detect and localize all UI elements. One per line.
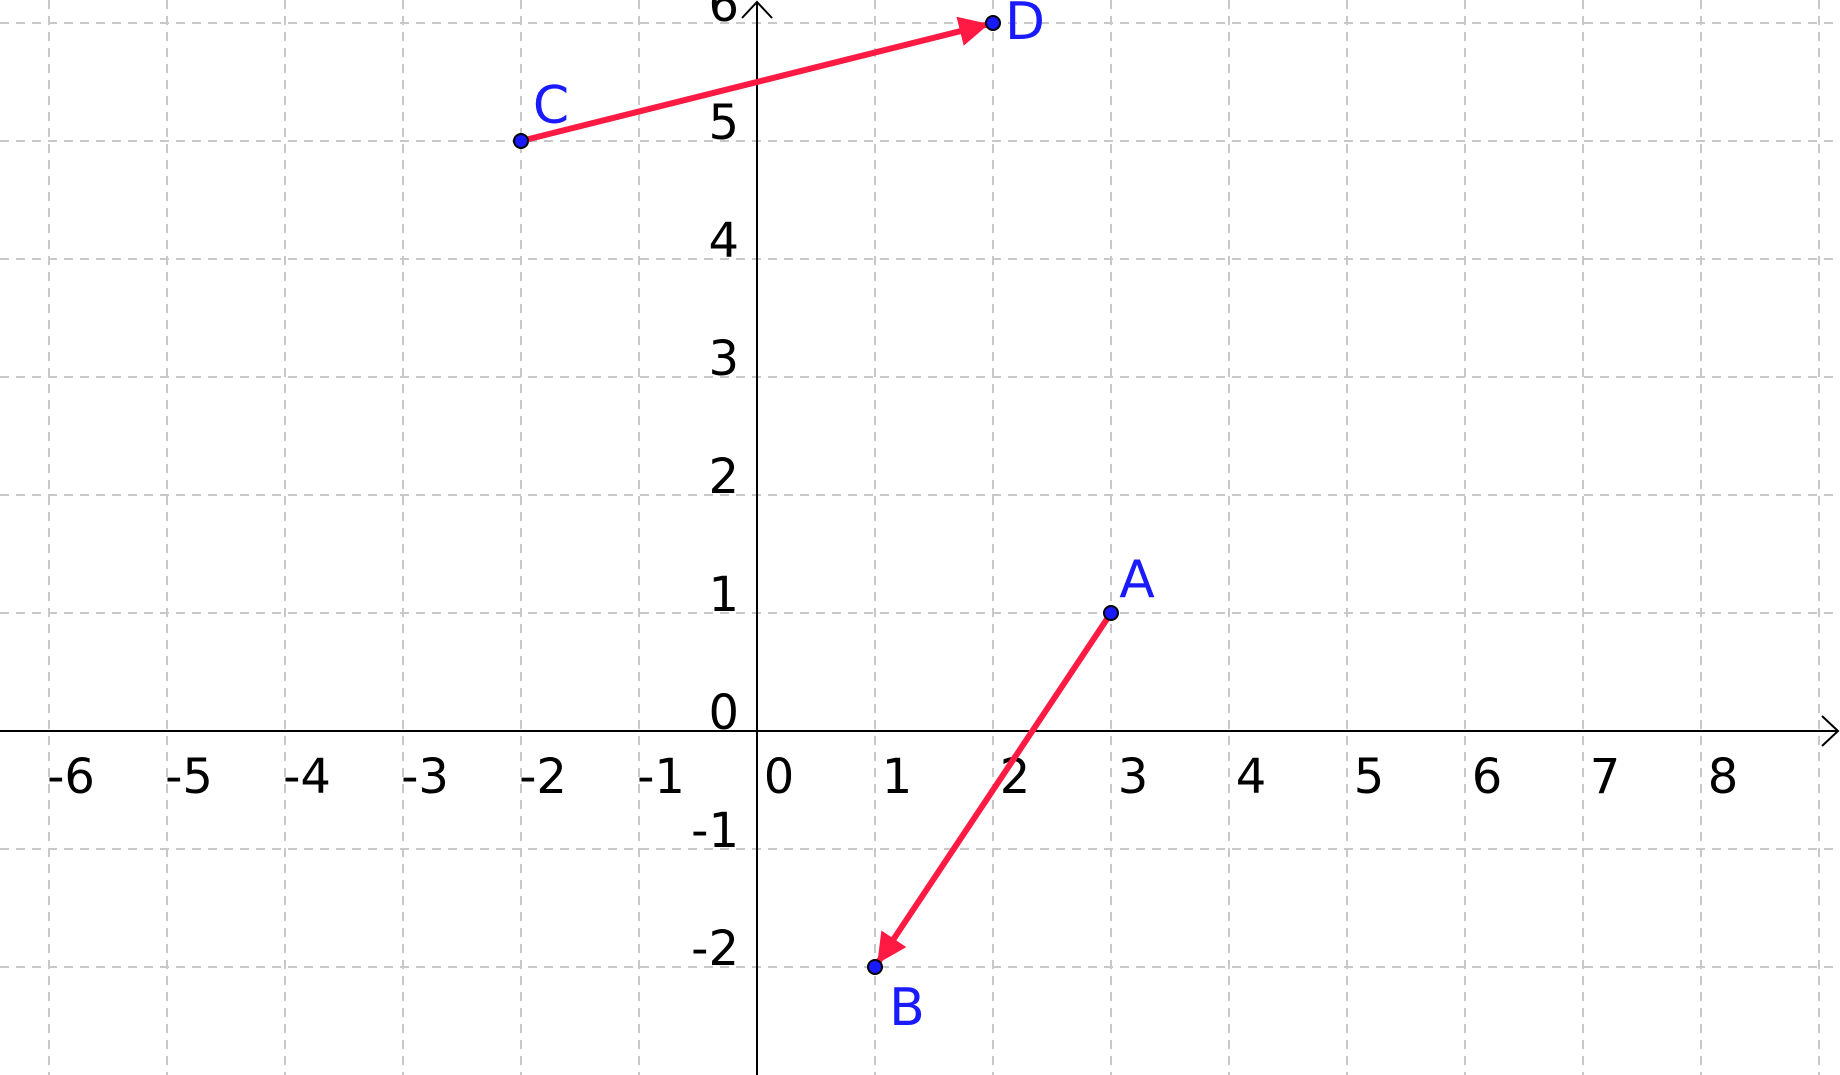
point-label-b: B (889, 978, 925, 1038)
point-b (867, 959, 883, 975)
y-tick-label: -2 (691, 921, 739, 977)
x-tick-label: 0 (764, 749, 795, 805)
x-tick-label: 3 (1118, 749, 1149, 805)
x-tick-label: -2 (519, 749, 567, 805)
vectors (518, 16, 1114, 965)
vector-ab (875, 610, 1114, 965)
x-tick-label: 4 (1236, 749, 1267, 805)
y-tick-label: 2 (708, 449, 739, 505)
x-tick-label: -5 (165, 749, 213, 805)
y-tick-label: -1 (691, 803, 739, 859)
y-tick-label: 3 (708, 331, 739, 387)
x-axis-arrow (1821, 715, 1840, 747)
point-d (985, 15, 1001, 31)
point-a (1103, 605, 1119, 621)
y-tick-label: 5 (708, 95, 739, 151)
y-tick-label: 0 (708, 685, 739, 741)
point-c (513, 133, 529, 149)
x-tick-label: 7 (1590, 749, 1621, 805)
x-tick-label: 5 (1354, 749, 1385, 805)
x-tick-label: -4 (283, 749, 331, 805)
x-tick-label: 1 (882, 749, 913, 805)
y-tick-label: 4 (708, 213, 739, 269)
x-tick-label: -3 (401, 749, 449, 805)
y-tick-label: 6 (708, 0, 739, 33)
x-tick-label: -1 (637, 749, 685, 805)
y-axis-arrow (741, 0, 773, 19)
point-label-d: D (1005, 0, 1045, 52)
points: A B C D (513, 0, 1155, 1038)
x-tick-label: -6 (47, 749, 95, 805)
x-tick-label: 6 (1472, 749, 1503, 805)
vector-cd (518, 16, 990, 144)
point-label-a: A (1119, 550, 1155, 610)
y-tick-label: 1 (708, 567, 739, 623)
x-tick-label: 8 (1708, 749, 1739, 805)
point-label-c: C (533, 76, 569, 136)
